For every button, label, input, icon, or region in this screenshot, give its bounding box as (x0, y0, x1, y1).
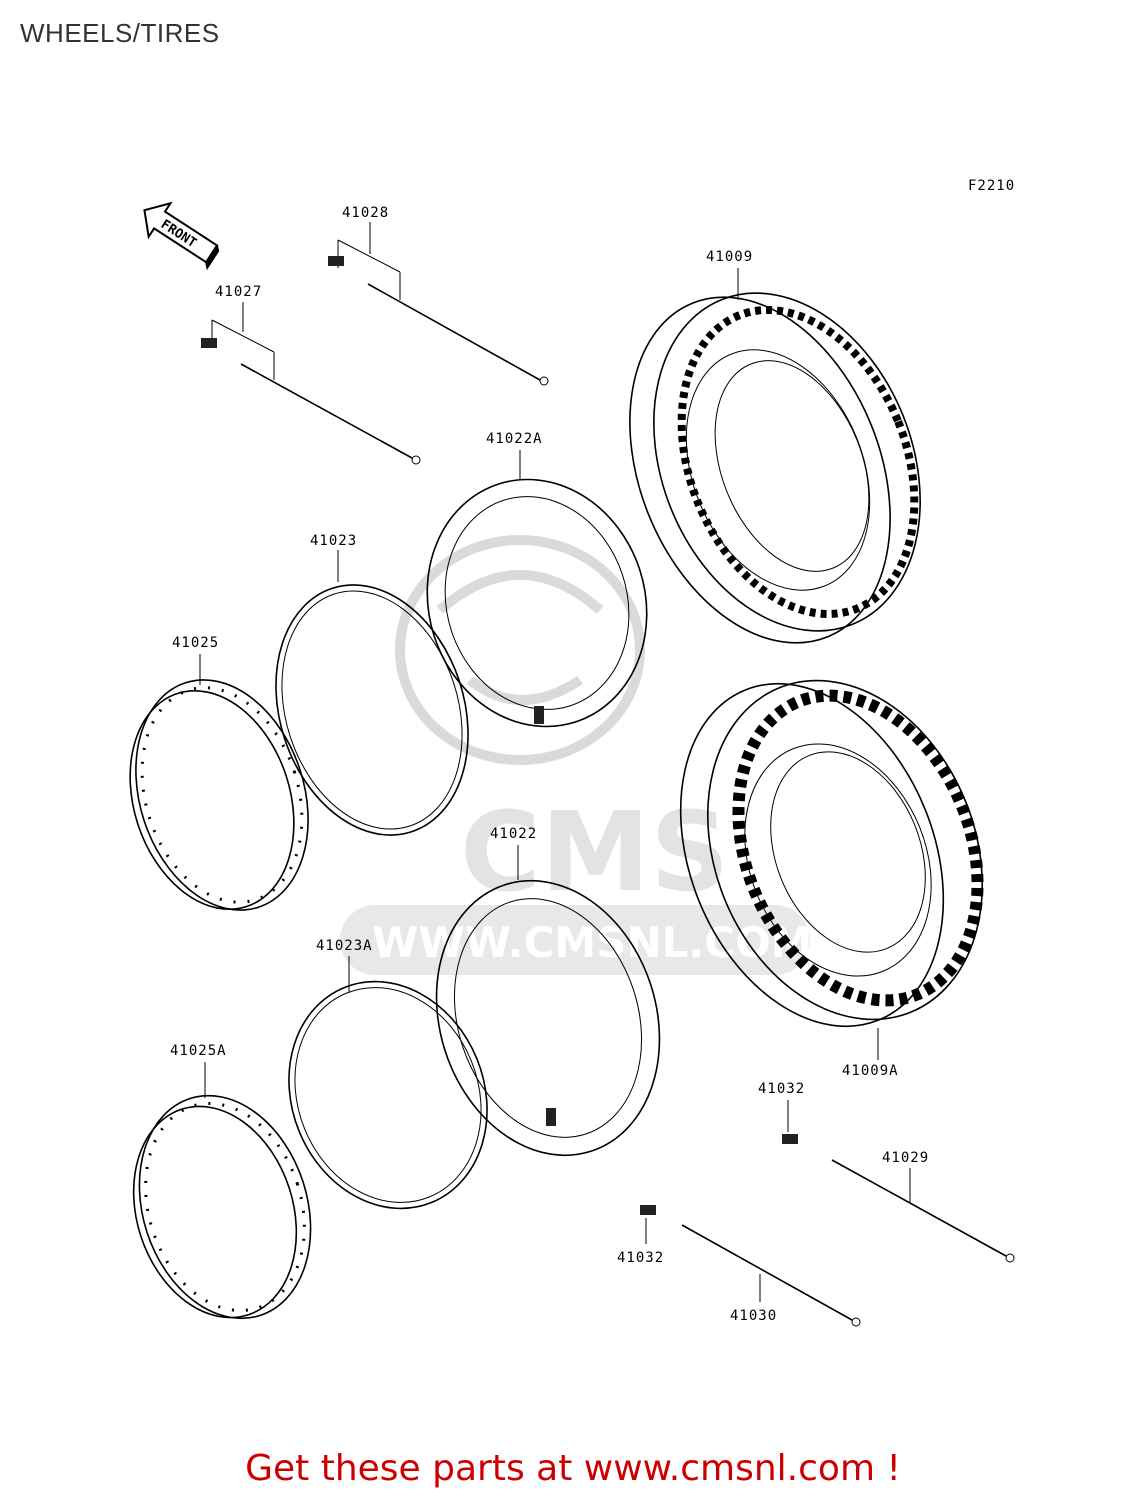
part-label-41023A: 41023A (316, 938, 373, 954)
tire-41009: 41009 (629, 249, 921, 644)
nipple-41032-right: 41032 (758, 1081, 805, 1144)
part-label-41022: 41022 (490, 826, 537, 842)
part-label-41022A: 41022A (486, 431, 543, 447)
nipple-41032-left: 41032 (617, 1205, 664, 1266)
rim-41025A: 41025A (132, 1043, 312, 1320)
spoke-41027: 41027 (201, 284, 421, 465)
part-label-41023: 41023 (310, 533, 357, 549)
spoke-41030: 41030 (681, 1224, 861, 1327)
watermark-brand: CMS (460, 788, 729, 916)
rim-band-41023A: 41023A (288, 938, 488, 1210)
promo-link[interactable]: Get these parts at www.cmsnl.com ! (245, 1448, 901, 1489)
figure-code: F2210 (968, 178, 1015, 194)
part-label-41029: 41029 (882, 1150, 929, 1166)
part-label-41009: 41009 (706, 249, 753, 265)
watermark-url: WWW.CMSNL.COM (372, 918, 813, 967)
part-label-41027: 41027 (215, 284, 262, 300)
part-label-41025A: 41025A (170, 1043, 227, 1059)
spoke-41029: 41029 (831, 1150, 1015, 1263)
part-label-41025: 41025 (172, 635, 219, 651)
part-label-41009A: 41009A (842, 1063, 899, 1079)
rim-band-41023: 41023 (275, 533, 469, 836)
part-label-41028: 41028 (342, 205, 389, 221)
part-label-41032-right: 41032 (758, 1081, 805, 1097)
tire-41009A: 41009A (679, 679, 984, 1079)
spoke-41028: 41028 (328, 205, 549, 386)
rim-41025: 41025 (129, 635, 309, 911)
part-label-41030: 41030 (730, 1308, 777, 1324)
front-arrow-icon: FRONT (143, 201, 220, 271)
tube-41022A: 41022A (426, 431, 648, 728)
page-title: WHEELS/TIRES (20, 18, 220, 48)
tube-41022: 41022 (435, 826, 661, 1157)
part-label-41032-left: 41032 (617, 1250, 664, 1266)
